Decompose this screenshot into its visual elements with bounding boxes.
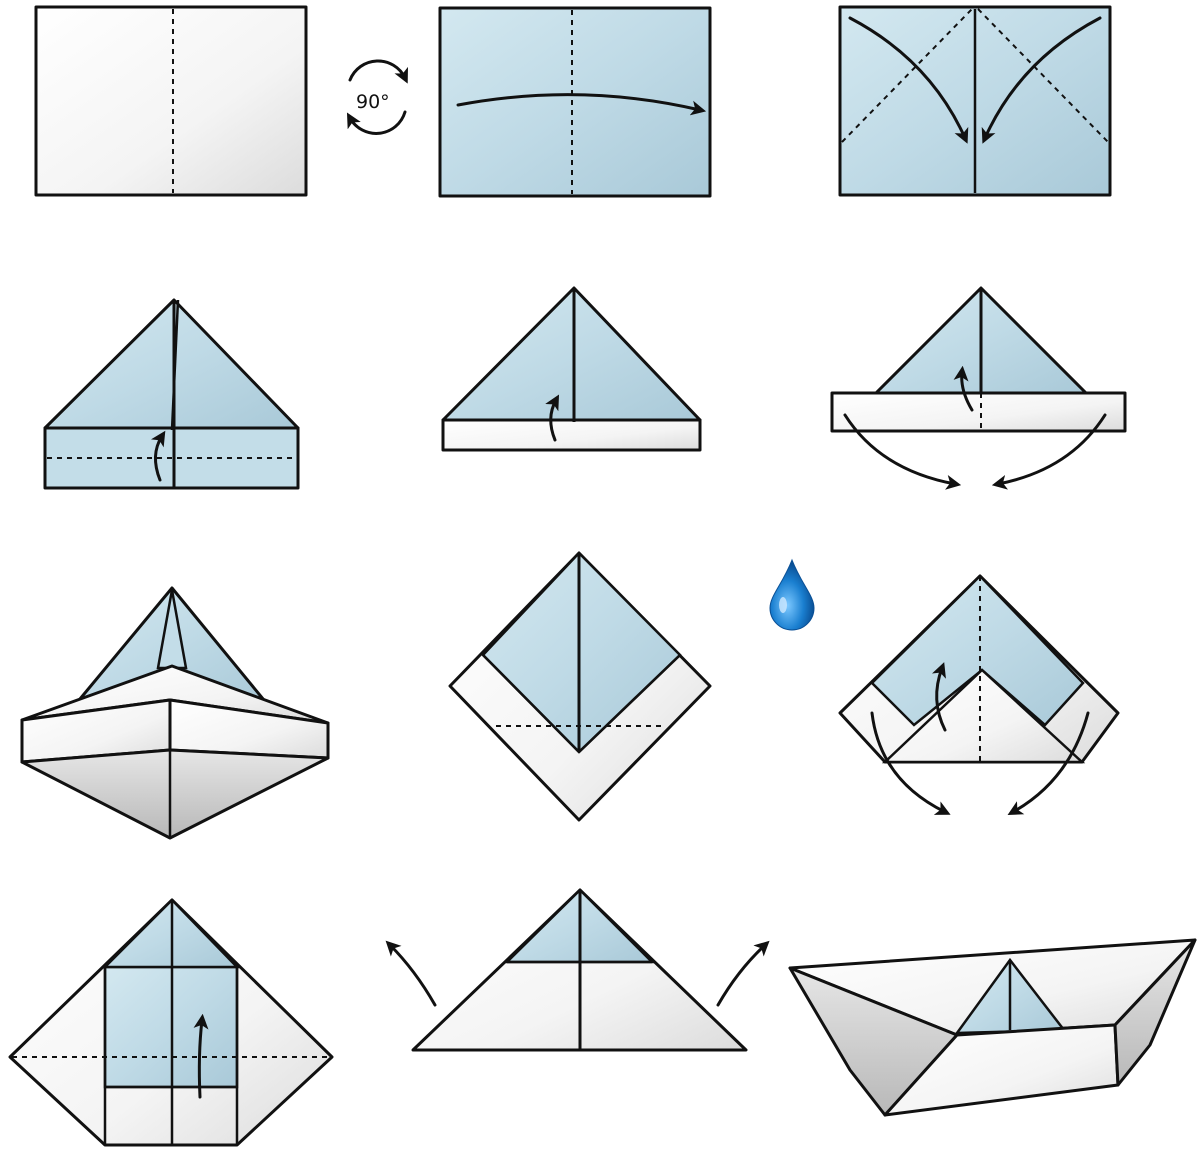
step-9-fold (840, 576, 1118, 812)
step-10-fold (10, 900, 332, 1145)
rotation-label: 90° (356, 91, 390, 113)
step-8-diamond (450, 553, 710, 820)
step-4-fold (45, 300, 298, 488)
step-6-fold (832, 288, 1125, 484)
water-drop-icon (770, 560, 814, 630)
step-3-sheet (840, 7, 1110, 195)
step-2-sheet (440, 8, 710, 196)
step-1-sheet (36, 7, 306, 195)
step-11-triangle (390, 890, 765, 1050)
step-5-fold (443, 288, 700, 450)
step-7-hat (22, 588, 328, 838)
paper-boat-icon (790, 940, 1195, 1115)
rotate-icon: 90° (350, 61, 405, 134)
